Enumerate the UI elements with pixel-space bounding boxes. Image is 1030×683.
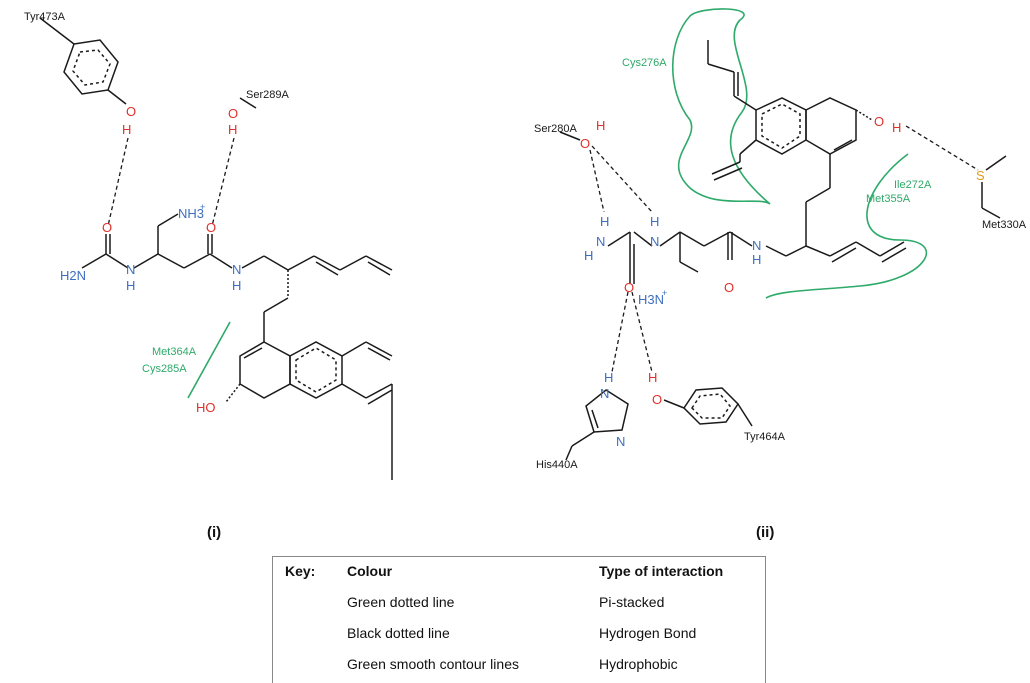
atom-o: O	[724, 280, 734, 295]
key-title: Key:	[285, 563, 316, 579]
key-col-type: Type of interaction	[599, 563, 724, 579]
hydrophobic-contour	[765, 153, 928, 299]
panel-label-i: (i)	[207, 524, 221, 541]
hbond-line	[211, 137, 235, 227]
ser289a-bond	[239, 97, 257, 109]
atom-label-h2n: H2N	[60, 268, 86, 283]
ligand-ii-upper	[707, 40, 873, 228]
met330a-bond	[981, 207, 1001, 219]
met330a-bond	[985, 155, 1007, 171]
atom-h: H	[232, 278, 241, 293]
ligand-ii-chain	[607, 228, 907, 284]
atom-n: N	[650, 234, 659, 249]
ligand-i-skeleton	[81, 213, 393, 480]
atom-o: O	[228, 106, 238, 121]
key-col-colour: Colour	[347, 563, 393, 579]
key-row-colour: Green smooth contour lines	[347, 656, 519, 672]
residue-label-ser289a: Ser289A	[246, 89, 289, 101]
atom-o: O	[624, 280, 634, 295]
hbond-line	[611, 291, 629, 373]
residue-label-met355a: Met355A	[866, 193, 911, 205]
atom-h: H	[892, 120, 901, 135]
atom-h: H	[648, 370, 657, 385]
ser280a-bond	[559, 131, 581, 141]
atom-h: H	[752, 252, 761, 267]
atom-h: H	[604, 370, 613, 385]
hydrophobic-contour	[187, 321, 231, 399]
atom-o: O	[206, 220, 216, 235]
atom-h: H	[600, 214, 609, 229]
charge-plus: +	[662, 288, 667, 298]
panel-i-diagram: Tyr473A O H Ser289A O H	[24, 11, 393, 541]
atom-n: N	[752, 238, 761, 253]
key-row-type: Hydrophobic	[599, 656, 678, 672]
residue-label-cys285a: Cys285A	[142, 363, 187, 375]
hydrophobic-contour	[671, 8, 771, 205]
key-row-type: Hydrogen Bond	[599, 625, 697, 641]
key-row-type: Pi-stacked	[599, 594, 665, 610]
tyr464a-ring	[663, 387, 753, 427]
atom-o: O	[580, 136, 590, 151]
hbond-line	[107, 137, 129, 227]
residue-label-met330a: Met330A	[982, 219, 1027, 231]
charge-plus: +	[200, 202, 205, 212]
atom-h: H	[122, 122, 131, 137]
residue-label-ile272a: Ile272A	[894, 179, 932, 191]
atom-label-ho: HO	[196, 400, 216, 415]
key-row-colour: Black dotted line	[347, 625, 450, 641]
atom-n: N	[232, 262, 241, 277]
residue-label-ser280a: Ser280A	[534, 123, 577, 135]
atom-label-s: S	[976, 168, 985, 183]
residue-label-met364a: Met364A	[152, 346, 197, 358]
panel-ii-diagram: Cys276A Ile272A Met355A Ser280A O H	[534, 8, 1027, 541]
residue-label-tyr473a: Tyr473A	[24, 11, 66, 23]
atom-label-h3n: H3N	[638, 292, 664, 307]
atom-n: N	[596, 234, 605, 249]
hbond-line	[589, 149, 605, 213]
atom-label-nh3: NH3	[178, 206, 204, 221]
atom-o: O	[874, 114, 884, 129]
residue-label-tyr464a: Tyr464A	[744, 431, 786, 443]
key-table: Key: Colour Type of interaction Green do…	[272, 556, 766, 683]
interaction-diagram: Tyr473A O H Ser289A O H	[24, 8, 1027, 541]
atom-h: H	[126, 278, 135, 293]
atom-h: H	[650, 214, 659, 229]
atom-n: N	[600, 386, 609, 401]
atom-o: O	[126, 104, 136, 119]
hbond-line	[591, 145, 653, 213]
panel-label-ii: (ii)	[756, 524, 774, 541]
tyr473a-ring	[39, 17, 127, 105]
residue-label-cys276a: Cys276A	[622, 57, 667, 69]
atom-h: H	[596, 118, 605, 133]
atom-o: O	[102, 220, 112, 235]
atom-h: H	[584, 248, 593, 263]
key-row-colour: Green dotted line	[347, 594, 455, 610]
atom-n: N	[616, 434, 625, 449]
atom-n: N	[126, 262, 135, 277]
hbond-line	[905, 125, 979, 171]
atom-o: O	[652, 392, 662, 407]
his440a-ring	[565, 389, 629, 461]
residue-label-his440a: His440A	[536, 459, 578, 471]
atom-h: H	[228, 122, 237, 137]
